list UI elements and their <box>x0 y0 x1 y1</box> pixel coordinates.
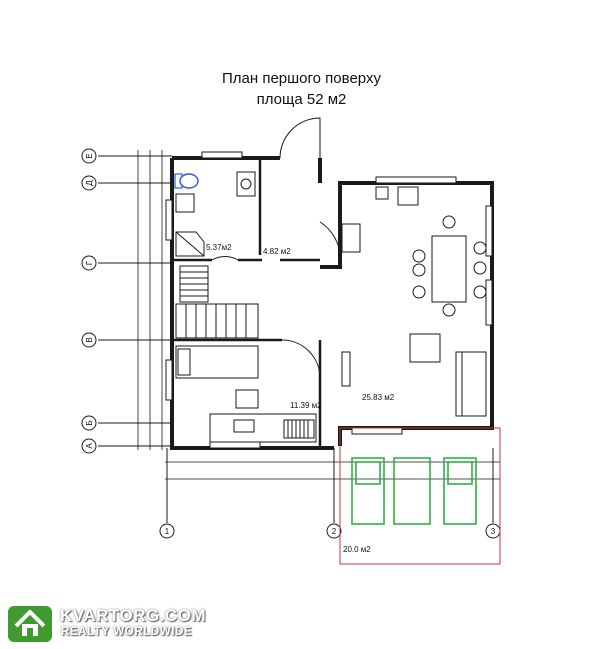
kitchen-furniture <box>341 186 487 417</box>
row-label-e: Е <box>85 153 94 158</box>
watermark-brand: KVARTORG.COM <box>60 606 207 625</box>
room-area-kitchen-living: 25.83 м2 <box>362 393 395 402</box>
row-label-d: Д <box>85 180 94 186</box>
row-label-v: В <box>85 337 94 342</box>
room-area-terrace: 20.0 м2 <box>343 545 371 554</box>
row-marker-d <box>81 175 97 191</box>
plan-title: План першого поверху площа 52 м2 <box>0 68 603 110</box>
watermark-logo: KVARTORG.COM REALTY WORLDWIDE <box>8 602 208 644</box>
row-label-g: Г <box>85 260 94 265</box>
toilet-icon <box>174 173 199 189</box>
column-label-1: 1 <box>165 527 170 536</box>
row-marker-g <box>81 255 97 271</box>
terrace-outline <box>339 427 501 565</box>
windows <box>165 151 493 449</box>
shower-icon <box>175 231 205 257</box>
armchair-icon <box>409 333 441 363</box>
watermark-tagline: REALTY WORLDWIDE <box>61 626 193 638</box>
terrace-furniture <box>351 457 477 525</box>
row-marker-e <box>81 148 97 164</box>
stairs-icon <box>175 265 259 339</box>
row-label-a: А <box>85 443 94 449</box>
dining-table-icon <box>431 235 467 303</box>
plan-title-line1: План першого поверху <box>222 70 381 87</box>
room-area-hall: 4.82 м2 <box>263 247 291 256</box>
row-axis-markers: Е Д Г В Б А <box>81 148 97 454</box>
room-area-bathroom: 5.37м2 <box>206 243 232 252</box>
bathroom-fixtures <box>175 171 256 257</box>
outer-walls <box>170 156 494 450</box>
column-marker-2 <box>326 523 342 539</box>
row-marker-v <box>81 332 97 348</box>
sink-icon <box>236 171 256 197</box>
row-marker-b <box>81 415 97 431</box>
doors <box>211 117 342 379</box>
house-logo-icon <box>8 606 52 642</box>
plan-title-line2: площа 52 м2 <box>256 91 347 108</box>
bed-icon <box>175 345 259 379</box>
sofa-icon <box>455 351 487 417</box>
column-label-2: 2 <box>332 527 337 536</box>
bedroom-furniture <box>175 345 317 443</box>
chair-icon <box>235 389 259 409</box>
column-axis-markers: 1 2 3 <box>159 523 501 539</box>
desk-icon <box>209 413 317 443</box>
terrace <box>339 427 501 565</box>
room-area-bedroom: 11.39 м2 <box>290 401 322 410</box>
column-marker-1 <box>159 523 175 539</box>
row-label-b: Б <box>85 420 94 425</box>
interior-walls <box>172 158 322 448</box>
column-label-3: 3 <box>491 527 496 536</box>
cabinet-icon <box>175 193 195 213</box>
row-marker-a <box>81 438 97 454</box>
hall-furniture <box>341 351 351 387</box>
